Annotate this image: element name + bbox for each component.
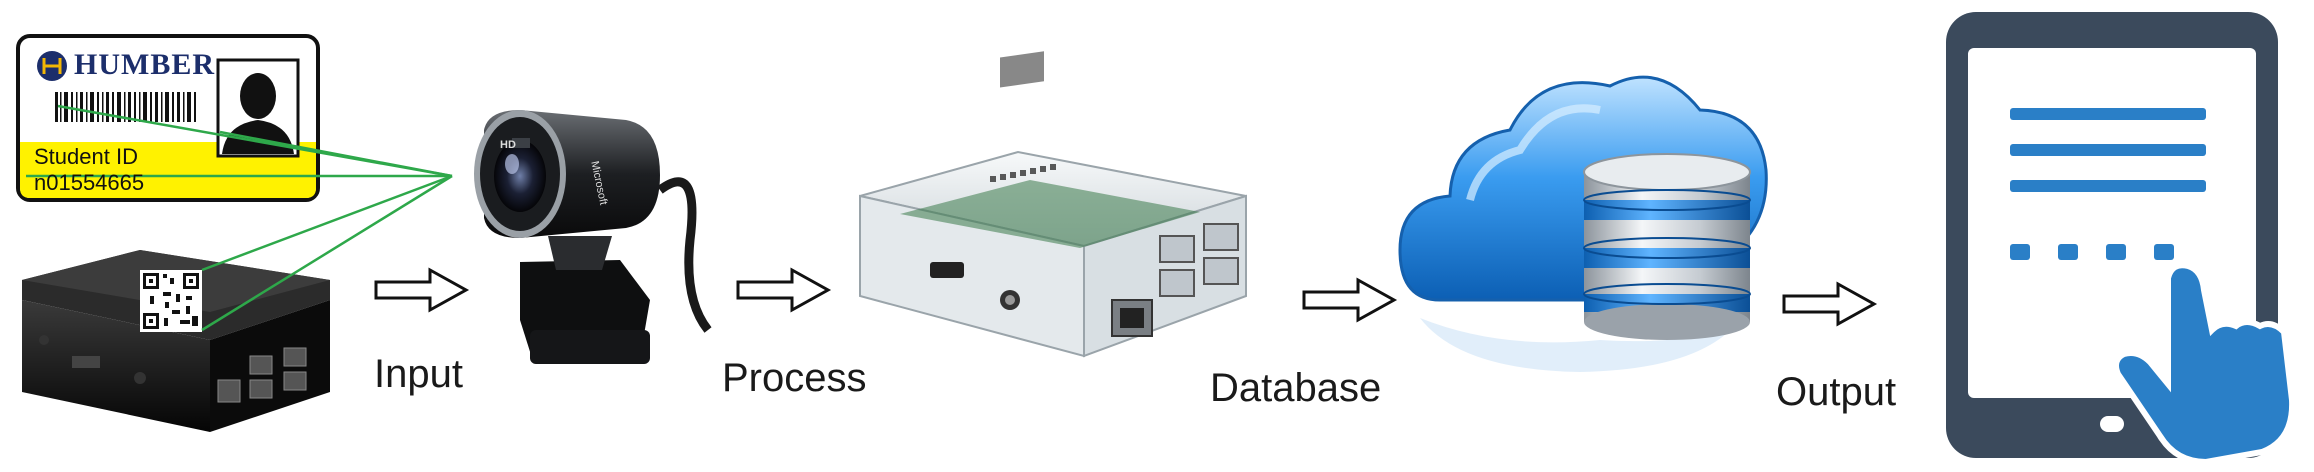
arrow-icon xyxy=(1782,281,1878,327)
card-brand: HUMBER xyxy=(74,48,215,81)
arrow-icon xyxy=(374,267,470,313)
flow-arrows xyxy=(374,267,1878,327)
stage-label-process: Process xyxy=(722,356,867,400)
camera-hd-badge: HD xyxy=(500,139,516,151)
stage-label-input: Input xyxy=(374,352,463,396)
raspberry-pi-icon xyxy=(859,51,1247,358)
cloud-database-icon xyxy=(1398,75,1768,372)
card-line-student-id: Student ID xyxy=(34,144,138,169)
webcam-icon xyxy=(474,110,712,364)
arrow-icon xyxy=(1302,277,1398,323)
qr-code-icon xyxy=(140,270,202,332)
tablet-touch-icon xyxy=(1946,12,2296,466)
card-line-number: n01554665 xyxy=(34,170,145,195)
stage-label-output: Output xyxy=(1776,370,1897,414)
stage-label-database: Database xyxy=(1210,366,1382,410)
scan-lines xyxy=(26,104,453,332)
student-id-card xyxy=(16,34,320,202)
arrow-icon xyxy=(736,267,832,313)
